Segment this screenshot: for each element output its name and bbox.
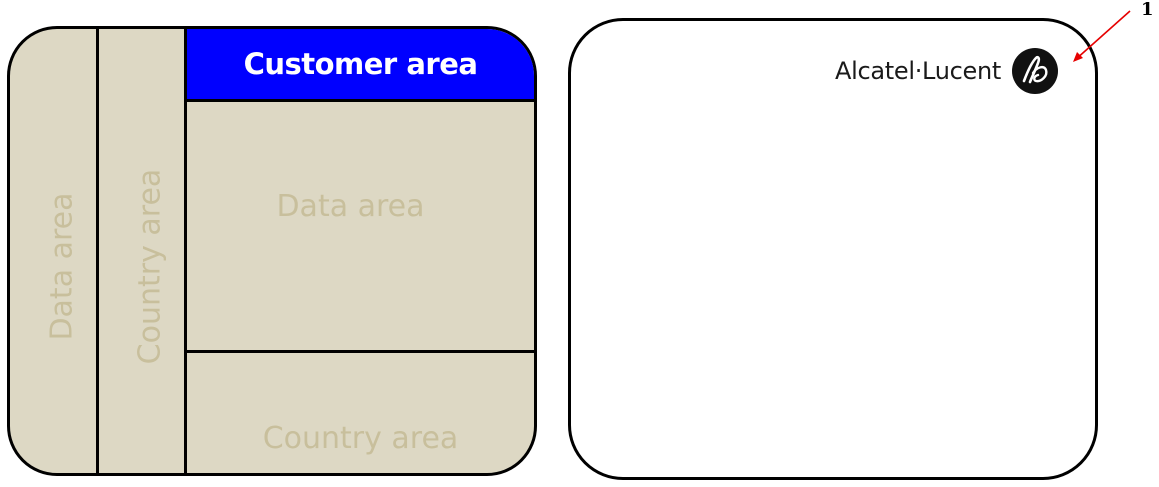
divider-horizontal-1 [184, 99, 534, 102]
brand-name: Alcatel·Lucent [834, 57, 1001, 85]
column1-data-area-label: Data area [44, 192, 80, 341]
customer-area-region: Customer area [187, 29, 534, 99]
data-area-label: Data area [276, 188, 425, 224]
callout-number: 1 [1141, 0, 1154, 20]
alcatel-lucent-logo-icon [1012, 48, 1058, 94]
data-area-region: Data area [187, 102, 534, 350]
country-area-label: Country area [262, 420, 459, 456]
divider-vertical-1 [96, 29, 99, 473]
branded-card-right: Alcatel·Lucent [568, 18, 1098, 480]
country-area-region: Country area [187, 353, 534, 473]
divider-vertical-2 [184, 29, 187, 473]
column2-country-area-label: Country area [132, 168, 168, 365]
customer-area-label: Customer area [243, 47, 478, 81]
brand-header: Alcatel·Lucent [835, 47, 1059, 95]
divider-horizontal-2 [184, 350, 534, 353]
layout-card-left: Customer area Data area Country area Dat… [7, 26, 537, 476]
